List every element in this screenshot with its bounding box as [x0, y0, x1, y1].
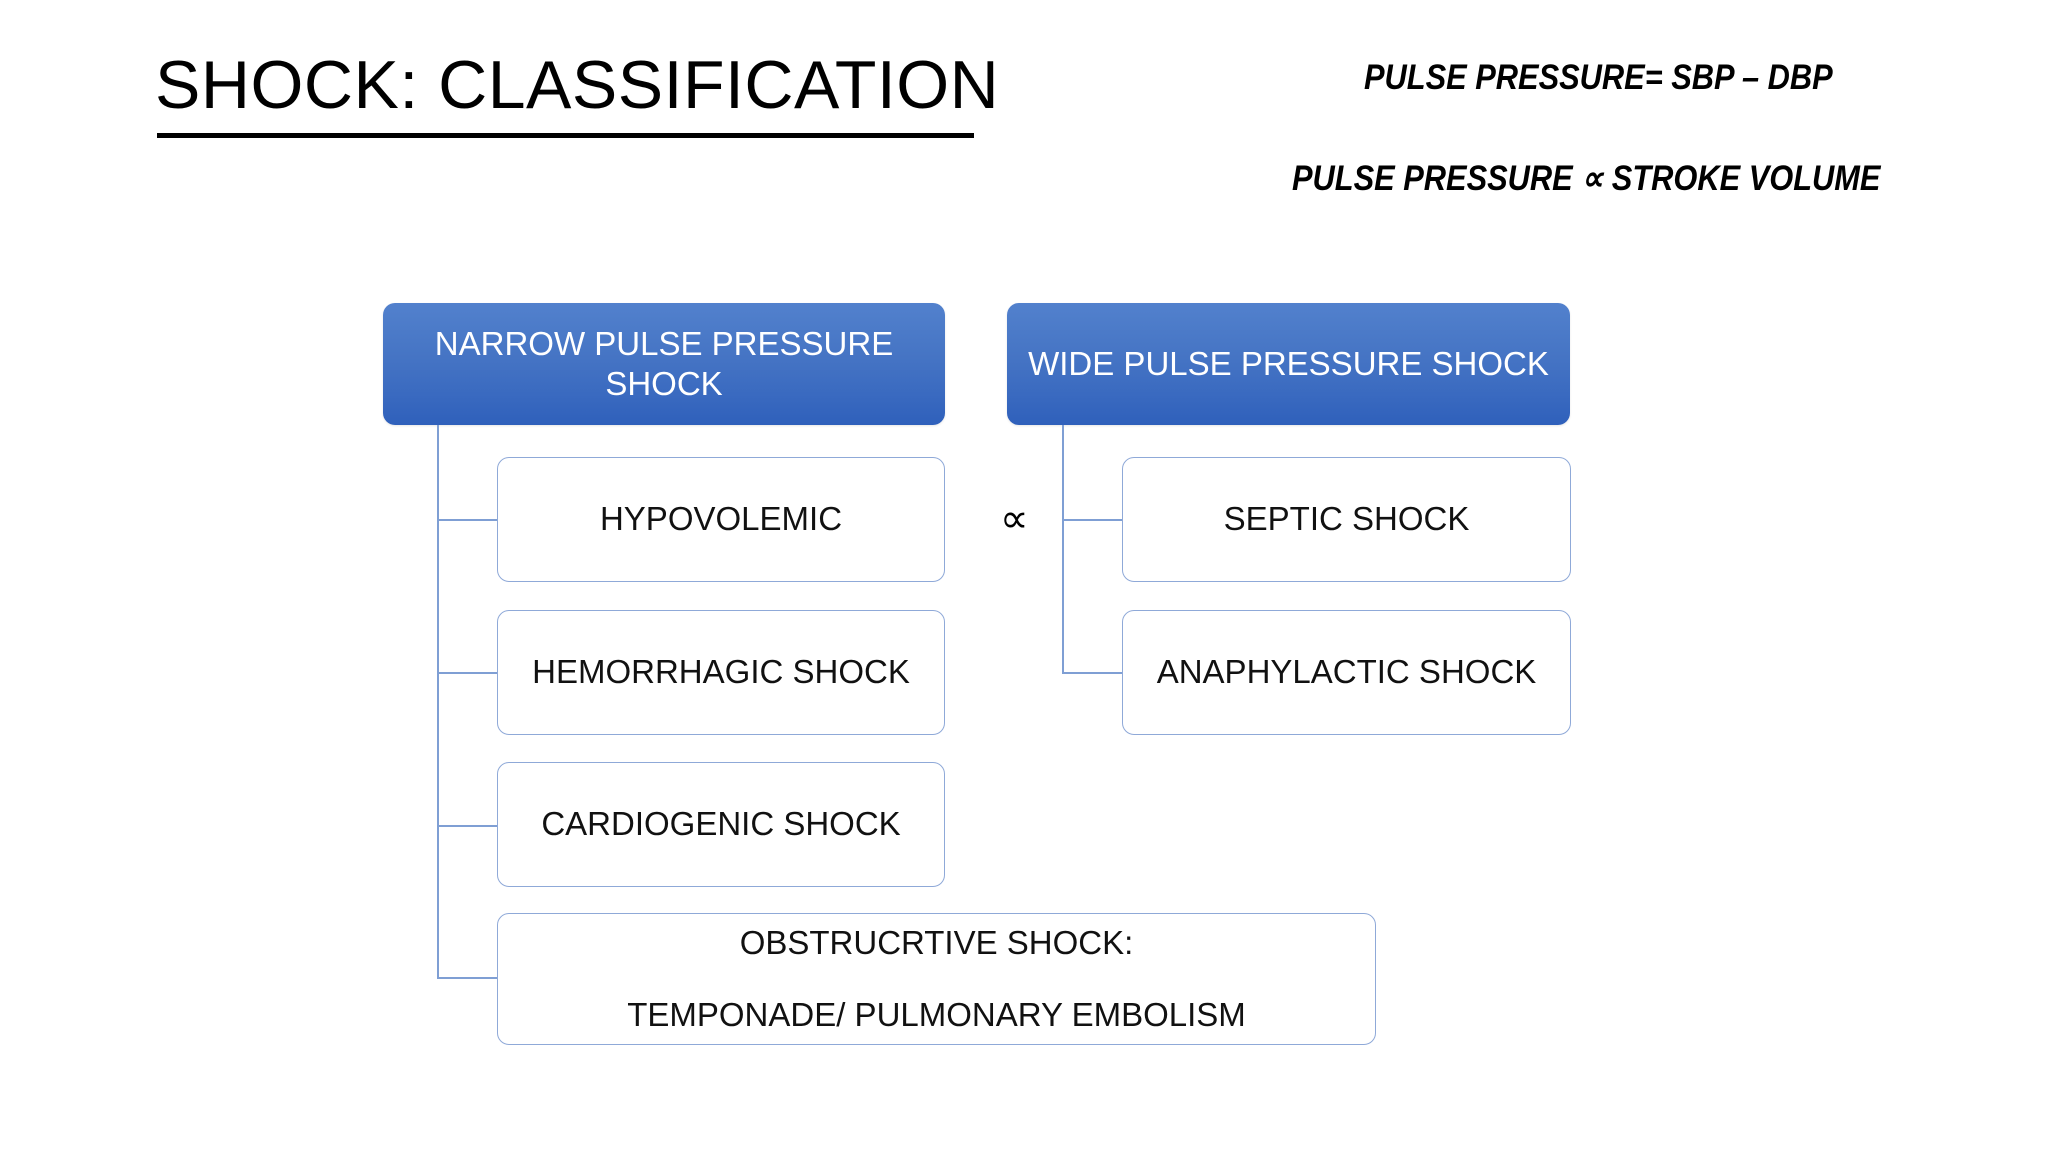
leaf-label-anaphylactic-shock: ANAPHYLACTIC SHOCK	[1156, 653, 1537, 691]
leaf-box-hypovolemic[interactable]: HYPOVOLEMIC	[497, 457, 945, 582]
leaf-label-obstructive-line-1: OBSTRUCRTIVE SHOCK:	[739, 923, 1134, 961]
leaf-label-hypovolemic: HYPOVOLEMIC	[599, 500, 843, 538]
connector-branch-hemorrhagic	[437, 672, 498, 674]
connector-branch-obstructive	[437, 977, 498, 979]
leaf-box-obstructive-shock[interactable]: OBSTRUCRTIVE SHOCK: TEMPONADE/ PULMONARY…	[497, 913, 1376, 1045]
page-title-underline	[157, 133, 974, 138]
header-box-narrow-label: NARROW PULSE PRESSURE SHOCK	[435, 324, 893, 405]
header-box-narrow-pulse-pressure-shock[interactable]: NARROW PULSE PRESSURE SHOCK	[383, 303, 945, 425]
connector-branch-septic	[1062, 519, 1123, 521]
header-line-2: SHOCK	[605, 365, 723, 402]
connector-branch-anaphylactic	[1062, 672, 1123, 674]
header-box-wide-label: WIDE PULSE PRESSURE SHOCK	[1028, 344, 1549, 382]
leaf-label-hemorrhagic-shock: HEMORRHAGIC SHOCK	[532, 653, 910, 691]
leaf-box-anaphylactic-shock[interactable]: ANAPHYLACTIC SHOCK	[1122, 610, 1571, 735]
proportional-to-icon: ∝	[1000, 497, 1029, 541]
formula-pulse-pressure-proportionality: PULSE PRESSURE ∝ STROKE VOLUME	[1292, 159, 1881, 198]
header-box-wide-pulse-pressure-shock[interactable]: WIDE PULSE PRESSURE SHOCK	[1007, 303, 1570, 425]
connector-branch-cardiogenic	[437, 825, 498, 827]
leaf-label-obstructive-line-2: TEMPONADE/ PULMONARY EMBOLISM	[627, 995, 1246, 1033]
leaf-box-septic-shock[interactable]: SEPTIC SHOCK	[1122, 457, 1571, 582]
connector-spine-left	[437, 425, 439, 978]
connector-branch-hypovolemic	[437, 519, 498, 521]
header-line-1: NARROW PULSE PRESSURE	[434, 324, 894, 362]
formula-pulse-pressure-definition: PULSE PRESSURE= SBP – DBP	[1364, 58, 1833, 97]
connector-spine-right	[1062, 425, 1064, 672]
leaf-box-cardiogenic-shock[interactable]: CARDIOGENIC SHOCK	[497, 762, 945, 887]
leaf-label-septic-shock: SEPTIC SHOCK	[1223, 500, 1470, 538]
leaf-label-cardiogenic-shock: CARDIOGENIC SHOCK	[541, 805, 901, 843]
leaf-box-hemorrhagic-shock[interactable]: HEMORRHAGIC SHOCK	[497, 610, 945, 735]
page-title: SHOCK: CLASSIFICATION	[155, 47, 1000, 123]
